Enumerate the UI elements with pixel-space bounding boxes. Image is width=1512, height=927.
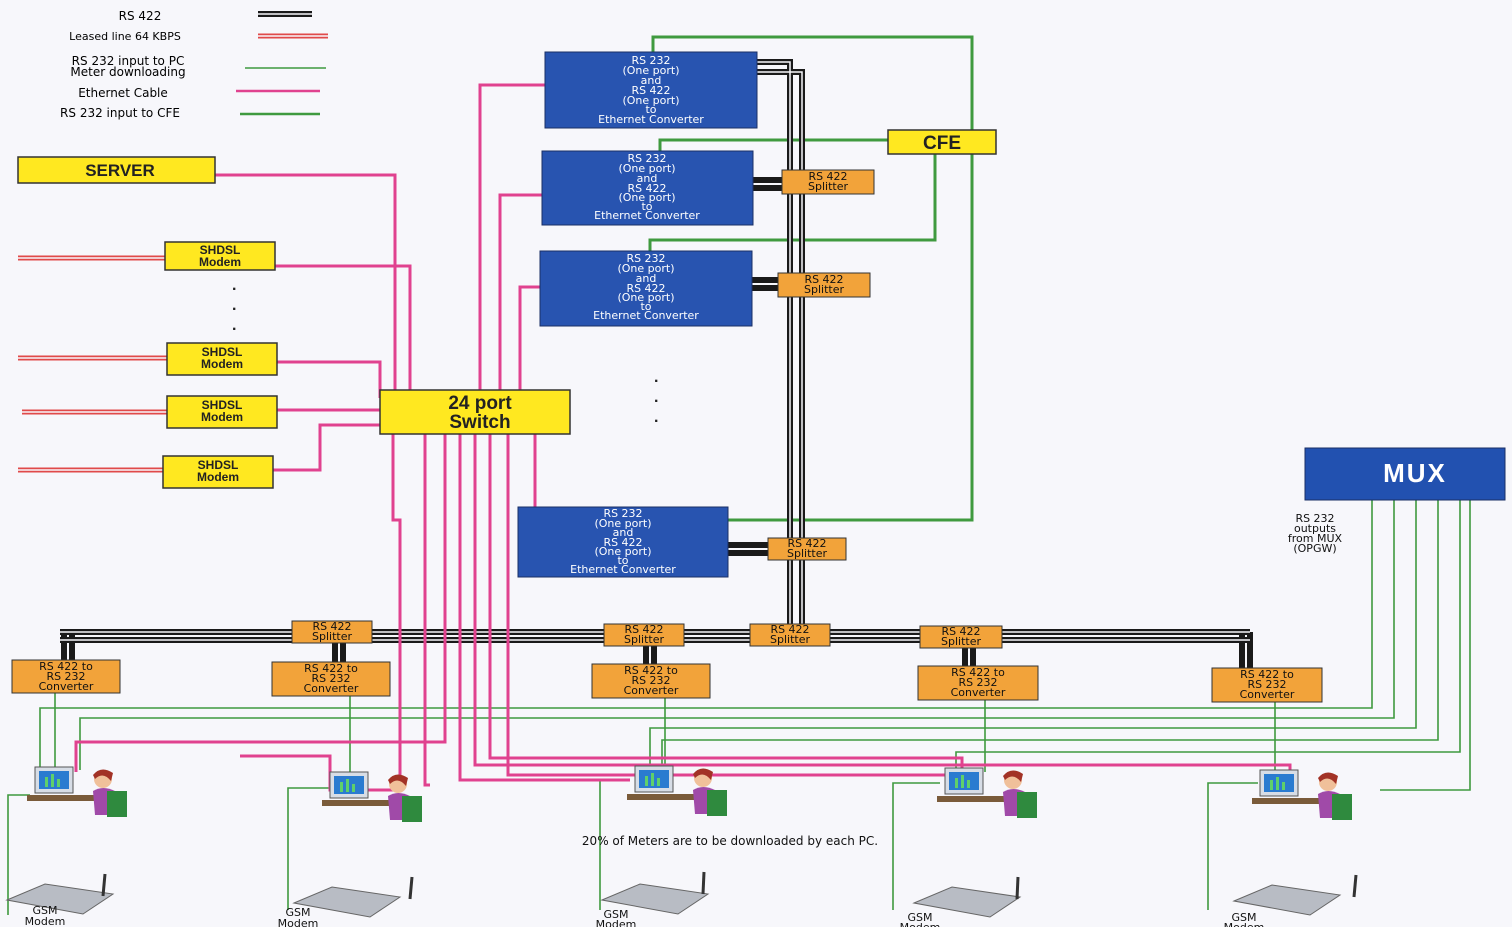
mux-box[interactable]: MUX xyxy=(1305,448,1505,500)
server-box[interactable]: SERVER xyxy=(18,157,215,183)
svg-text:Modem: Modem xyxy=(25,915,66,927)
legend-rs422-label: RS 422 xyxy=(119,9,162,23)
ellipsis-middle: . . . xyxy=(654,369,658,426)
rs422-rs232-converter-3[interactable]: RS 422 to RS 232 Converter xyxy=(592,664,710,698)
svg-text:.: . xyxy=(654,389,658,406)
ethernet-converter-2[interactable]: RS 232 (One port) and RS 422 (One port) … xyxy=(542,151,753,225)
legend-leased-label: Leased line 64 KBPS xyxy=(69,30,181,43)
svg-text:.: . xyxy=(232,317,236,334)
svg-text:.: . xyxy=(232,297,236,314)
ethernet-converter-4[interactable]: RS 232 (One port) and RS 422 (One port) … xyxy=(518,507,728,577)
svg-text:Splitter: Splitter xyxy=(624,633,664,646)
svg-text:Ethernet Converter: Ethernet Converter xyxy=(570,563,676,576)
mux-outputs-label: RS 232 outputs from MUX (OPGW) xyxy=(1288,512,1343,555)
svg-text:Modem: Modem xyxy=(201,357,243,371)
svg-text:Modem: Modem xyxy=(900,921,941,927)
svg-text:Ethernet Converter: Ethernet Converter xyxy=(594,209,700,222)
svg-text:Splitter: Splitter xyxy=(941,635,981,648)
svg-text:Modem: Modem xyxy=(197,470,239,484)
svg-text:Converter: Converter xyxy=(39,680,94,693)
rs422-rs232-converter-4[interactable]: RS 422 to RS 232 Converter xyxy=(918,666,1038,700)
svg-text:24 port: 24 port xyxy=(448,393,512,414)
rs422-splitter-right-3[interactable]: RS 422 Splitter xyxy=(768,537,846,560)
svg-text:Converter: Converter xyxy=(951,686,1006,699)
rs422-splitter-right-2[interactable]: RS 422 Splitter xyxy=(778,273,870,297)
rs422-splitter-bottom-4[interactable]: RS 422 Splitter xyxy=(920,625,1002,648)
rs422-rs232-converter-5[interactable]: RS 422 to RS 232 Converter xyxy=(1212,668,1322,702)
rs422-rs232-converter-1[interactable]: RS 422 to RS 232 Converter xyxy=(12,660,120,693)
svg-text:Ethernet Converter: Ethernet Converter xyxy=(593,309,699,322)
ethernet-converter-3[interactable]: RS 232 (One port) and RS 422 (One port) … xyxy=(540,251,752,326)
shdsl-modem-3[interactable]: SHDSL Modem xyxy=(167,396,277,428)
svg-text:Modem: Modem xyxy=(201,410,243,424)
svg-text:Splitter: Splitter xyxy=(808,180,848,193)
footnote: 20% of Meters are to be downloaded by ea… xyxy=(582,834,878,848)
rs422-splitter-bottom-1[interactable]: RS 422 Splitter xyxy=(292,620,372,643)
svg-text:(OPGW): (OPGW) xyxy=(1293,542,1336,555)
ethernet-converter-1[interactable]: RS 232 (One port) and RS 422 (One port) … xyxy=(545,52,757,128)
rs422-rs232-converter-2[interactable]: RS 422 to RS 232 Converter xyxy=(272,662,390,696)
svg-text:Modem: Modem xyxy=(199,255,241,269)
svg-text:Modem: Modem xyxy=(596,918,637,927)
legend-rs232-label-2: Meter downloading xyxy=(70,65,185,79)
switch-box[interactable]: 24 port Switch xyxy=(380,390,570,434)
svg-text:Splitter: Splitter xyxy=(787,547,827,560)
shdsl-modem-1[interactable]: SHDSL Modem xyxy=(165,242,275,270)
svg-text:Splitter: Splitter xyxy=(804,283,844,296)
svg-text:Converter: Converter xyxy=(1240,688,1295,701)
ellipsis-left: . . . xyxy=(232,277,236,334)
cfe-label: CFE xyxy=(923,133,961,154)
shdsl-modem-4[interactable]: SHDSL Modem xyxy=(163,456,273,488)
svg-text:Splitter: Splitter xyxy=(770,633,810,646)
server-label: SERVER xyxy=(85,161,155,180)
svg-text:.: . xyxy=(654,369,658,386)
svg-text:.: . xyxy=(654,409,658,426)
rs422-splitter-bottom-2[interactable]: RS 422 Splitter xyxy=(604,623,684,646)
svg-text:Modem: Modem xyxy=(278,917,319,927)
svg-text:Modem: Modem xyxy=(1224,921,1265,927)
rs422-splitter-bottom-3[interactable]: RS 422 Splitter xyxy=(750,623,830,646)
svg-text:Converter: Converter xyxy=(304,682,359,695)
legend-ethernet-label: Ethernet Cable xyxy=(78,86,168,100)
svg-text:Ethernet Converter: Ethernet Converter xyxy=(598,113,704,126)
svg-text:.: . xyxy=(232,277,236,294)
shdsl-modem-2[interactable]: SHDSL Modem xyxy=(167,343,277,375)
cfe-box[interactable]: CFE xyxy=(888,130,996,154)
svg-text:Switch: Switch xyxy=(449,412,510,433)
mux-label: MUX xyxy=(1383,458,1447,488)
svg-text:Splitter: Splitter xyxy=(312,630,352,643)
legend-cfe-label: RS 232 input to CFE xyxy=(60,106,180,120)
svg-text:Converter: Converter xyxy=(624,684,679,697)
rs422-splitter-right-1[interactable]: RS 422 Splitter xyxy=(782,170,874,194)
